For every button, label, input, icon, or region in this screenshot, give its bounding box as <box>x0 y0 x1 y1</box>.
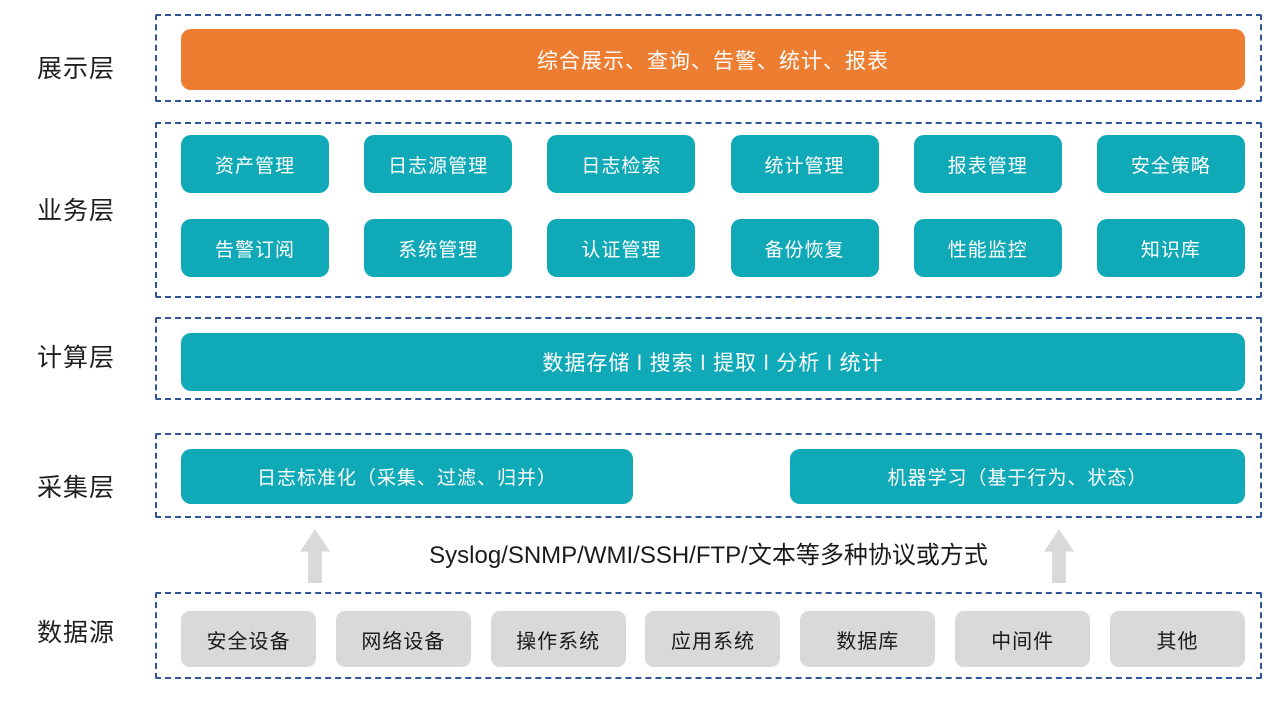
datasource-block-os: 操作系统 <box>490 611 626 667</box>
datasource-block-other: 其他 <box>1109 611 1245 667</box>
business-block-log-search: 日志检索 <box>547 135 696 193</box>
layer-label-datasource: 数据源 <box>37 619 116 647</box>
display-layer-bar: 综合展示、查询、告警、统计、报表 <box>181 29 1245 90</box>
business-block-perf-monitor: 性能监控 <box>913 219 1062 277</box>
computing-layer-box: 数据存储 l 搜索 l 提取 l 分析 l 统计 <box>155 317 1262 400</box>
layer-label-business: 业务层 <box>37 197 116 225</box>
business-row-1: 资产管理 日志源管理 日志检索 统计管理 报表管理 安全策略 <box>181 135 1245 193</box>
layer-label-collection: 采集层 <box>37 474 116 502</box>
datasource-block-security-device: 安全设备 <box>181 611 316 667</box>
datasource-block-network-device: 网络设备 <box>335 611 471 667</box>
datasource-row: 安全设备 网络设备 操作系统 应用系统 数据库 中间件 其他 <box>181 611 1245 667</box>
layer-label-display: 展示层 <box>37 55 116 83</box>
business-block-asset-mgmt: 资产管理 <box>181 135 329 193</box>
computing-layer-bar: 数据存储 l 搜索 l 提取 l 分析 l 统计 <box>181 333 1245 391</box>
business-block-backup-restore: 备份恢复 <box>730 219 879 277</box>
collection-block-log-normalization: 日志标准化（采集、过滤、归并） <box>181 449 633 504</box>
protocol-text: Syslog/SNMP/WMI/SSH/FTP/文本等多种协议或方式 <box>429 542 988 569</box>
business-block-system-mgmt: 系统管理 <box>364 219 513 277</box>
layer-label-computing: 计算层 <box>37 344 116 372</box>
business-block-stats-mgmt: 统计管理 <box>730 135 879 193</box>
business-block-auth-mgmt: 认证管理 <box>547 219 696 277</box>
business-block-security-policy: 安全策略 <box>1096 135 1245 193</box>
datasource-block-app-system: 应用系统 <box>645 611 781 667</box>
business-row-2: 告警订阅 系统管理 认证管理 备份恢复 性能监控 知识库 <box>181 219 1245 277</box>
business-layer-box: 资产管理 日志源管理 日志检索 统计管理 报表管理 安全策略 告警订阅 系统管理… <box>155 122 1262 298</box>
datasource-block-middleware: 中间件 <box>955 611 1091 667</box>
collection-layer-box: 日志标准化（采集、过滤、归并） 机器学习（基于行为、状态） <box>155 433 1262 518</box>
business-block-knowledge-base: 知识库 <box>1096 219 1245 277</box>
datasource-layer-box: 安全设备 网络设备 操作系统 应用系统 数据库 中间件 其他 <box>155 592 1262 679</box>
datasource-block-database: 数据库 <box>800 611 936 667</box>
collection-block-machine-learning: 机器学习（基于行为、状态） <box>790 449 1245 504</box>
business-block-logsource-mgmt: 日志源管理 <box>364 135 513 193</box>
business-block-report-mgmt: 报表管理 <box>913 135 1062 193</box>
business-block-alert-subscribe: 告警订阅 <box>181 219 329 277</box>
display-layer-box: 综合展示、查询、告警、统计、报表 <box>155 14 1262 102</box>
